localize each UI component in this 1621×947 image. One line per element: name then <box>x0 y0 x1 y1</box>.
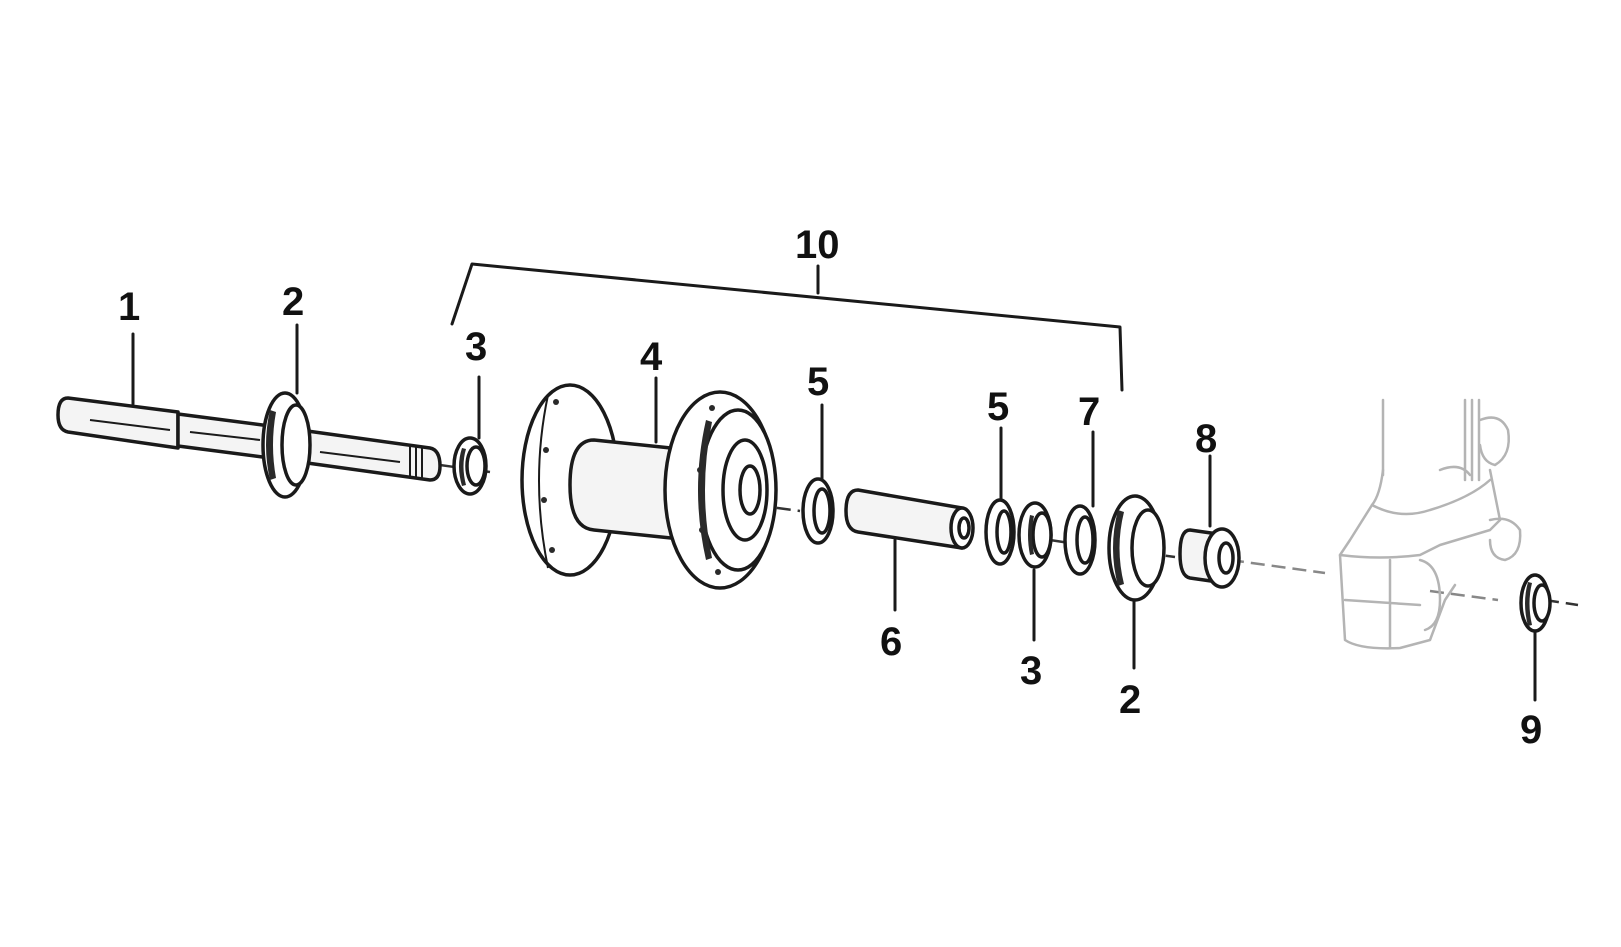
callout-label-5-left: 5 <box>807 360 829 404</box>
callout-label-3-left: 3 <box>465 325 487 369</box>
callout-label-10: 10 <box>795 223 840 267</box>
callout-label-5-right: 5 <box>987 385 1009 429</box>
callout-label-6: 6 <box>880 620 902 664</box>
part-circlip-left[interactable] <box>801 477 835 545</box>
part-bearing-left[interactable] <box>452 436 488 496</box>
callout-label-9: 9 <box>1520 708 1542 752</box>
group-bracket-10: 10 <box>450 223 1124 392</box>
part-hub[interactable] <box>520 383 778 590</box>
part-axle-nut[interactable] <box>1519 573 1552 633</box>
callout-label-2-right: 2 <box>1119 678 1141 722</box>
callout-label-2-left: 2 <box>282 280 304 324</box>
callout-label-4: 4 <box>640 335 663 379</box>
callout-label-8: 8 <box>1195 417 1217 461</box>
part-bearing-right[interactable] <box>1017 501 1053 569</box>
fork-leg-dropout-context <box>1338 398 1522 650</box>
part-dust-cover-washer-left[interactable] <box>261 391 312 499</box>
part-seal-ring[interactable] <box>1063 504 1097 576</box>
callout-label-7: 7 <box>1078 390 1100 434</box>
part-spacer-tube[interactable] <box>844 488 975 550</box>
part-dust-cover-washer-right[interactable] <box>1107 494 1166 602</box>
part-circlip-right[interactable] <box>984 498 1016 566</box>
callout-label-3-right: 3 <box>1020 649 1042 693</box>
part-bushing[interactable] <box>1178 527 1241 589</box>
callout-label-1: 1 <box>118 285 140 329</box>
part-axle-shaft[interactable] <box>56 396 442 482</box>
